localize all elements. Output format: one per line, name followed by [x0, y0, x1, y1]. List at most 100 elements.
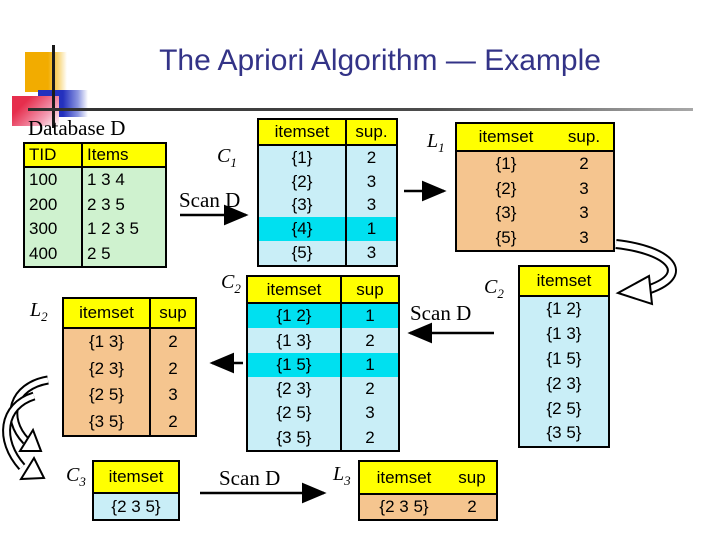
table-row: {4}1 — [258, 217, 397, 242]
table-row: {3}3 — [258, 193, 397, 218]
table-row: {2 3 5} — [93, 493, 179, 520]
table-row: {1 3}2 — [247, 328, 399, 353]
cell: 3 — [340, 401, 399, 426]
l2-label: L2 — [30, 299, 48, 324]
cell: {1 5} — [247, 352, 341, 377]
column-header: itemset — [93, 461, 179, 494]
column-header: itemset — [519, 266, 609, 297]
cell: 3 — [149, 381, 196, 409]
cell: {3 5} — [63, 408, 150, 436]
cell: 2 — [340, 425, 399, 451]
table-row: {1}2 — [456, 151, 614, 177]
cell: {2 3} — [519, 371, 609, 397]
cell: 1 3 4 — [81, 167, 166, 193]
cell: 2 — [340, 376, 399, 402]
cell: 2 — [149, 328, 196, 356]
cell: {2 5} — [247, 401, 341, 426]
column-header: itemset — [359, 461, 448, 495]
c3-label: C3 — [66, 464, 86, 489]
cell: {2 5} — [63, 381, 150, 409]
table-row: {2 3 5}2 — [359, 494, 497, 520]
scan-d-label-1: Scan D — [179, 188, 241, 212]
table-row: {1 3} — [519, 321, 609, 347]
cell: {2 3 5} — [359, 494, 448, 520]
cell: 3 — [555, 200, 614, 226]
title-divider-line — [28, 108, 693, 111]
table-row: {2 5}3 — [247, 401, 399, 426]
cell: 2 — [340, 328, 399, 353]
cell: {3 5} — [247, 425, 341, 451]
column-header: sup. — [345, 119, 397, 146]
cell: {1 3} — [519, 321, 609, 347]
table-row: {5}3 — [456, 225, 614, 251]
table-row: {1 5} — [519, 346, 609, 372]
c2-candidates-label: C2 — [484, 276, 504, 301]
cell: 2 — [149, 408, 196, 436]
decoration-gold-square — [25, 52, 67, 92]
l1-label: L1 — [427, 130, 445, 155]
cell: 300 — [24, 216, 82, 242]
table-row: {2 3}2 — [63, 355, 196, 382]
c1-label: C1 — [217, 145, 237, 170]
column-header: itemset — [258, 119, 346, 146]
cell: 2 5 — [81, 241, 166, 267]
cell: {2 3} — [63, 355, 150, 382]
table-row: {1 5}1 — [247, 352, 399, 377]
cell: 200 — [24, 192, 82, 217]
column-header: Items — [81, 143, 166, 168]
header-row: itemset — [93, 461, 179, 494]
decoration-red-square — [12, 96, 59, 126]
database-label: Database D — [28, 116, 126, 140]
table-row: {3 5}2 — [63, 408, 196, 436]
cell: {1} — [456, 151, 555, 177]
cell: 1 — [345, 217, 397, 242]
cell: {3} — [456, 200, 555, 226]
cell: {1 2} — [247, 303, 341, 329]
cell: 2 — [345, 145, 397, 170]
c3-table: itemset{2 3 5} — [92, 460, 180, 521]
cell: 2 — [555, 151, 614, 177]
cell: {4} — [258, 217, 346, 242]
header-row: itemset — [519, 266, 609, 297]
decoration-vertical-line — [52, 45, 55, 128]
cell: {2 5} — [519, 396, 609, 421]
cell: {1 3} — [63, 328, 150, 356]
cell: 3 — [345, 169, 397, 194]
cell: 2 — [448, 494, 497, 520]
table-row: {1 2} — [519, 296, 609, 322]
column-header: sup — [448, 461, 497, 495]
cell: 100 — [24, 167, 82, 193]
cell: 3 — [555, 225, 614, 251]
table-row: {5}3 — [258, 241, 397, 266]
column-header: sup — [340, 276, 399, 304]
table-row: {2 3} — [519, 371, 609, 397]
column-header: itemset — [456, 123, 555, 152]
cell: {3 5} — [519, 420, 609, 447]
cell: {1 2} — [519, 296, 609, 322]
cell: {5} — [456, 225, 555, 251]
curved-arrow-l2-to-c3-lower — [2, 391, 46, 481]
cell: {2 3 5} — [93, 493, 179, 520]
table-row: {2 5} — [519, 396, 609, 421]
cell: 2 — [149, 355, 196, 382]
table-row: {2 3}2 — [247, 376, 399, 402]
table-row: {2}3 — [456, 176, 614, 201]
column-header: sup — [149, 298, 196, 329]
cell: {1 3} — [247, 328, 341, 353]
table-row: {1 3}2 — [63, 328, 196, 356]
cell: 1 — [340, 303, 399, 329]
cell: 3 — [555, 176, 614, 201]
page-title: The Apriori Algorithm — Example — [159, 44, 601, 77]
table-row: {1 2}1 — [247, 303, 399, 329]
